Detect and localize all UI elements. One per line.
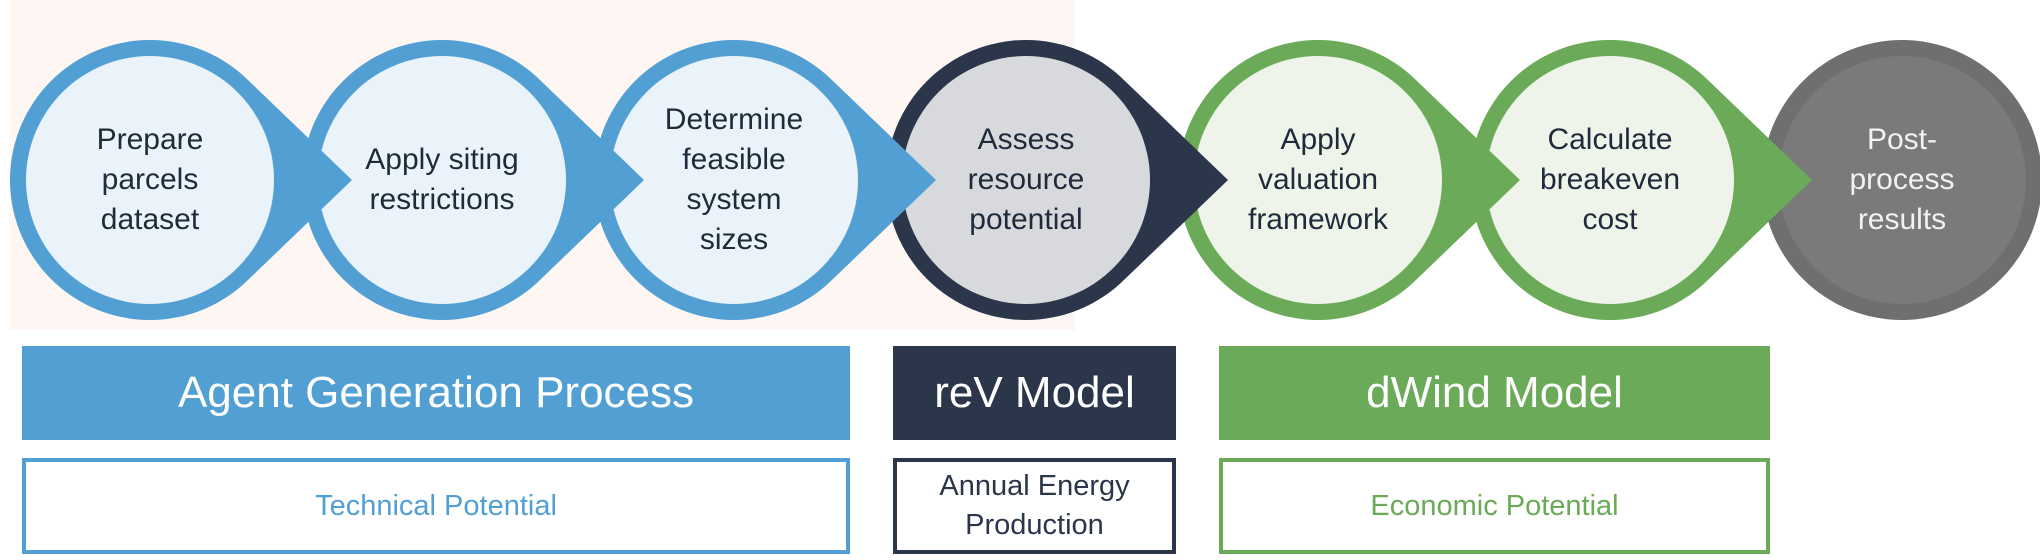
step-calculate-breakeven-cost <box>1470 40 1812 321</box>
step-calculate-breakeven-cost-label: Calculate breakeven cost <box>1539 123 1681 236</box>
step-assess-resource-potential <box>886 40 1228 320</box>
step-apply-valuation-framework-fill <box>1194 56 1442 304</box>
economic-potential-label: Economic Potential <box>1370 489 1619 522</box>
step-post-process-results-label: Post- process results <box>1849 123 1955 236</box>
step-apply-siting-restrictions <box>301 40 644 320</box>
step-apply-siting-restrictions-fill <box>318 56 566 304</box>
rev-model-title: reV Model <box>934 368 1135 417</box>
agent-generation-bar: Agent Generation Process <box>22 346 850 440</box>
step-prepare-parcels-dataset-fill <box>26 56 274 304</box>
step-post-process-results-fill <box>1778 56 2026 304</box>
economic-potential-box: Economic Potential <box>1219 458 1770 554</box>
step-assess-resource-potential-label: Assess resource potential <box>967 123 1085 236</box>
step-prepare-parcels-dataset <box>10 40 353 320</box>
step-post-process-results <box>1762 40 2040 320</box>
rev-model-bar: reV Model <box>893 346 1176 440</box>
step-apply-valuation-framework-label: Apply valuation framework <box>1247 123 1389 236</box>
agent-generation-title: Agent Generation Process <box>177 368 695 417</box>
step-prepare-parcels-dataset-label: Prepare parcels dataset <box>96 123 204 236</box>
dwind-model-title: dWind Model <box>1366 368 1623 417</box>
step-calculate-breakeven-cost-fill <box>1486 56 1734 304</box>
step-apply-valuation-framework <box>1178 40 1520 321</box>
annual-energy-production-label: Annual Energy Production <box>939 470 1130 541</box>
step-determine-feasible-system-sizes-fill <box>610 56 858 304</box>
technical-potential-box: Technical Potential <box>22 458 850 554</box>
dwind-model-bar: dWind Model <box>1219 346 1770 440</box>
step-determine-feasible-system-sizes-label: Determine feasible system sizes <box>664 103 804 256</box>
annual-energy-production-box: Annual Energy Production <box>893 458 1176 554</box>
step-apply-siting-restrictions-label: Apply siting restrictions <box>365 143 519 216</box>
technical-potential-label: Technical Potential <box>315 489 557 522</box>
step-assess-resource-potential-fill <box>902 56 1150 304</box>
step-determine-feasible-system-sizes <box>594 40 936 320</box>
